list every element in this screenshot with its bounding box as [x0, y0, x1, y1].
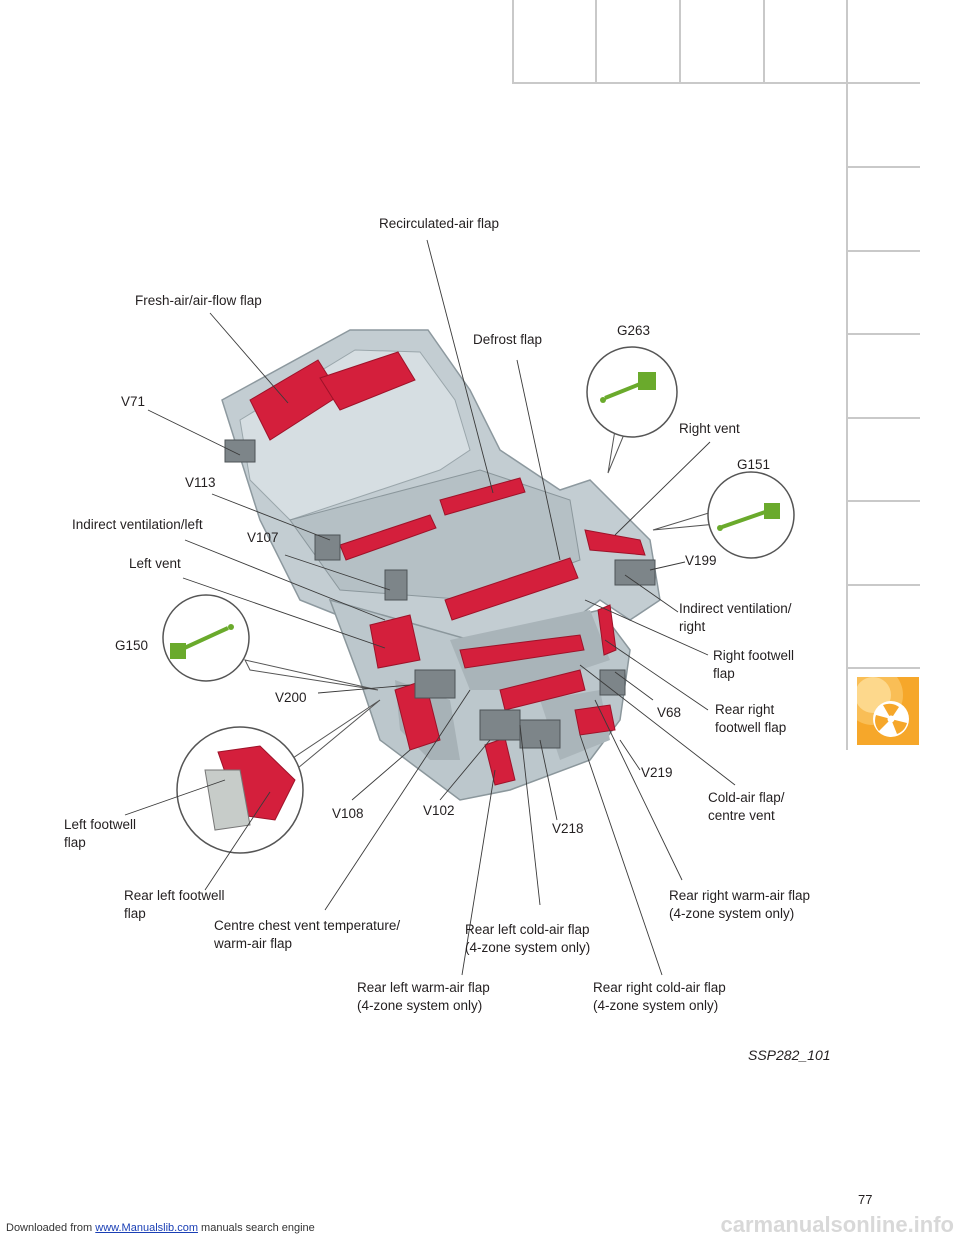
label-line: flap [713, 666, 735, 681]
label-line: (4-zone system only) [593, 998, 719, 1013]
download-footer: Downloaded from www.Manualslib.com manua… [6, 1222, 315, 1234]
label-right-vent: Right vent [679, 421, 740, 436]
label-g150: G150 [115, 638, 149, 653]
indirect-vent-left-flap [339, 514, 437, 561]
red-flaps [249, 351, 646, 786]
sensor-callout-g263 [586, 346, 678, 474]
cold-air-flap-centre [459, 634, 585, 669]
label-line: Right footwell [713, 648, 795, 663]
tab-grid-row [846, 500, 920, 502]
page-number: 77 [858, 1192, 873, 1207]
label-v68: V68 [657, 705, 682, 720]
sensor-callout-g151 [652, 471, 795, 559]
label-centre-chest-vent-flap: Centre chest vent temperature/ warm-air … [214, 917, 400, 953]
label-line: Rear right warm-air flap [669, 888, 811, 903]
v68-actuator [599, 669, 626, 696]
right-vent-flap [584, 529, 646, 556]
footwell-flap-callout [176, 699, 381, 854]
label-line: warm-air flap [214, 936, 293, 951]
tab-grid-top-line [763, 0, 765, 82]
label-v71: V71 [121, 394, 146, 409]
footer-prefix: Downloaded from [6, 1222, 96, 1234]
label-right-footwell-flap: Right footwell flap [713, 647, 794, 683]
tab-grid-top-line [679, 0, 681, 82]
label-line: centre vent [708, 808, 775, 823]
label-line: Cold-air flap/ [708, 790, 785, 805]
label-v108: V108 [332, 806, 364, 821]
label-line: footwell flap [715, 720, 787, 735]
label-cold-air-flap: Cold-air flap/ centre vent [708, 789, 785, 825]
defrost-flap [444, 557, 579, 621]
tab-grid-row [512, 82, 920, 84]
rear-right-cold-flap [574, 704, 616, 736]
label-line: (4-zone system only) [357, 998, 483, 1013]
label-v219: V219 [641, 765, 673, 780]
left-vent-flap [369, 614, 421, 669]
label-line: Left footwell [64, 817, 137, 832]
v200-actuator [414, 669, 456, 699]
fresh-air-flap-right [319, 351, 416, 411]
manualslib-link[interactable]: www.Manualslib.com [95, 1222, 198, 1234]
label-left-vent: Left vent [129, 556, 181, 571]
label-rear-left-cold-air-flap: Rear left cold-air flap (4-zone system o… [465, 921, 590, 957]
label-line: Rear left warm-air flap [357, 980, 490, 995]
label-line: Rear left footwell [124, 888, 225, 903]
label-defrost-flap: Defrost flap [473, 332, 543, 347]
tab-grid-row [846, 166, 920, 168]
label-v199: V199 [685, 553, 717, 568]
tab-grid-row [846, 667, 920, 669]
label-rear-left-warm-air-flap: Rear left warm-air flap (4-zone system o… [357, 979, 490, 1015]
label-line: Rear right cold-air flap [593, 980, 726, 995]
label-line: Rear right [715, 702, 775, 717]
v71-actuator [224, 439, 256, 463]
tab-grid-top-line [846, 0, 848, 750]
label-line: Rear left cold-air flap [465, 922, 590, 937]
label-v200: V200 [275, 690, 307, 705]
label-v102: V102 [423, 803, 455, 818]
label-line: Indirect ventilation/ [679, 601, 792, 616]
label-line: right [679, 619, 706, 634]
tab-grid-row [846, 250, 920, 252]
label-line: (4-zone system only) [669, 906, 795, 921]
v199-actuator [614, 559, 656, 586]
right-footwell-flap [597, 604, 617, 656]
climate-chapter-icon[interactable] [857, 677, 919, 745]
label-left-footwell-flap: Left footwell flap [64, 816, 136, 852]
label-line: flap [124, 906, 146, 921]
label-line: (4-zone system only) [465, 940, 591, 955]
label-indirect-ventilation-right: Indirect ventilation/ right [679, 600, 792, 636]
label-rear-right-cold-air-flap: Rear right cold-air flap (4-zone system … [593, 979, 726, 1015]
leader-lines [124, 239, 736, 976]
actuator-motors [224, 439, 656, 749]
label-line: Centre chest vent temperature/ [214, 918, 401, 933]
sensor-callout-g150 [162, 594, 379, 691]
label-rear-right-warm-air-flap: Rear right warm-air flap (4-zone system … [669, 887, 810, 923]
tab-grid-top-line [595, 0, 597, 82]
figure-id: SSP282_101 [748, 1047, 831, 1063]
label-v218: V218 [552, 821, 584, 836]
label-line: flap [64, 835, 86, 850]
label-v107: V107 [247, 530, 279, 545]
recirculated-air-flap [439, 477, 526, 516]
v218-actuator [519, 719, 561, 749]
label-rear-left-footwell-flap: Rear left footwell flap [124, 887, 225, 923]
tab-grid-row [846, 417, 920, 419]
v107-actuator [384, 569, 408, 601]
tab-grid-row [846, 333, 920, 335]
label-g151: G151 [737, 457, 771, 472]
v102-actuator [479, 709, 521, 741]
watermark: carmanualsonline.info [720, 1212, 955, 1237]
tab-grid-row [846, 584, 920, 586]
footer-suffix: manuals search engine [197, 1222, 315, 1234]
label-fresh-air-flap: Fresh-air/air-flow flap [135, 293, 262, 308]
tab-grid-top-line [512, 0, 514, 82]
label-g263: G263 [617, 323, 651, 338]
label-indirect-ventilation-left: Indirect ventilation/left [72, 517, 203, 532]
label-recirculated-air-flap: Recirculated-air flap [379, 216, 500, 231]
centre-chest-flap [499, 669, 586, 711]
label-v113: V113 [185, 475, 216, 490]
label-rear-right-footwell-flap: Rear right footwell flap [715, 701, 786, 737]
